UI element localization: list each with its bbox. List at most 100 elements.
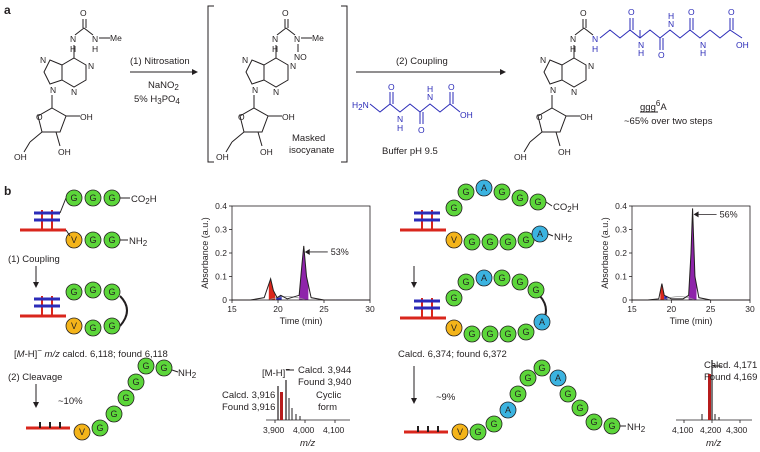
atom-n: N (638, 40, 644, 50)
bead-label: V (451, 235, 457, 245)
bead-label: G (108, 193, 115, 203)
atom-oh: OH (460, 110, 473, 120)
intermediate-label-1: Masked (292, 133, 325, 144)
bead-label: G (462, 277, 469, 287)
bead-g (485, 415, 503, 433)
chart-peak-fill (299, 245, 309, 300)
atom-oh: OH (514, 152, 527, 162)
atom-oh: OH (80, 112, 93, 122)
chart-ylabel: Absorbance (a.u.) (200, 217, 210, 289)
buffer-label: Buffer pH 9.5 (382, 146, 438, 157)
chart-xlabel: Time (min) (280, 316, 323, 326)
panel-b-label: b (4, 184, 11, 198)
atom-oh: OH (282, 112, 295, 122)
chart-annotation-arrowhead (304, 248, 310, 255)
atom-o: O (728, 7, 735, 17)
bead-label: G (89, 323, 96, 333)
chart-xtick-label: 30 (745, 304, 755, 314)
bead-label: A (555, 373, 561, 383)
chart-ytick-label: 0 (222, 295, 227, 305)
bead-g (84, 319, 102, 337)
ms-tick: 4,000 (293, 425, 315, 435)
atom-oh: OH (58, 147, 71, 157)
bead-label: A (505, 405, 511, 415)
ms-xlabel: m/z (706, 438, 722, 449)
bead-g (457, 273, 475, 291)
bead-v (445, 319, 463, 337)
atom-oh: OH (580, 112, 593, 122)
atom-h: H (70, 44, 76, 54)
chart-xtick-label: 25 (319, 304, 329, 314)
triglycine-reagent: H2N O N H O N H O OH (352, 82, 473, 135)
atom-n: N (70, 34, 76, 44)
template-right-cleaved (404, 426, 448, 434)
chart-peak-fill (268, 279, 276, 300)
bead-g (463, 233, 481, 251)
atom-o: O (628, 7, 635, 17)
bead-g (499, 325, 517, 343)
mass-right-label: Calcd. 6,374; found 6,372 (398, 349, 507, 360)
bead-g (499, 233, 517, 251)
atom-h: H (668, 11, 674, 21)
bead-g (527, 281, 545, 299)
coupling-label: (1) Coupling (8, 254, 60, 265)
atom-n: N (427, 92, 433, 102)
bead-label: G (498, 187, 505, 197)
chart-annotation: 56% (720, 209, 738, 219)
atom-n: N (294, 34, 300, 44)
bead-g (117, 389, 135, 407)
atom-me: Me (312, 33, 324, 43)
bead-v (451, 423, 469, 441)
chart-ytick-label: 0 (622, 295, 627, 305)
chart-ytick-label: 0.1 (615, 272, 627, 282)
chart-annotation: 53% (331, 247, 349, 257)
bead-label: A (481, 183, 487, 193)
bead-label: G (498, 273, 505, 283)
bead-label: G (590, 417, 597, 427)
yield-left: ~10% (58, 396, 83, 407)
bead-label: G (486, 329, 493, 339)
atom-o: O (448, 82, 455, 92)
bead-g (517, 231, 535, 249)
ms-tick: 3,900 (263, 425, 285, 435)
bead-g (585, 413, 603, 431)
bead-g (533, 359, 551, 377)
bead-label: G (516, 277, 523, 287)
ms-ion-label: [M-H]− (262, 365, 290, 379)
bead-label: A (537, 229, 543, 239)
bead-g (559, 385, 577, 403)
atom-oh: OH (260, 147, 273, 157)
yield-right: ~9% (436, 392, 456, 403)
bead-label: G (89, 285, 96, 295)
bead-label: G (450, 203, 457, 213)
intermediate-label-2: isocyanate (289, 145, 334, 156)
bead-g (519, 369, 537, 387)
bead-g (493, 183, 511, 201)
bead-g (84, 281, 102, 299)
chart-series-line (632, 208, 750, 301)
bead-label: A (539, 317, 545, 327)
bead-label: G (108, 287, 115, 297)
bead-v (73, 423, 91, 441)
bead-label: G (514, 389, 521, 399)
template-right-linear (400, 210, 446, 232)
chart-series-line (232, 245, 370, 301)
ms-cyclic-label-2: form (318, 402, 337, 413)
bead-g (445, 199, 463, 217)
bead-label: G (160, 363, 167, 373)
atom-o: O (658, 50, 665, 60)
bead-g (84, 231, 102, 249)
template-left-cleaved (26, 422, 70, 430)
bead-a (499, 401, 517, 419)
atom-n: N (242, 55, 248, 65)
chart-ytick-label: 0.3 (215, 225, 227, 235)
atom-h: H (272, 44, 278, 54)
chart-xtick-label: 25 (706, 304, 716, 314)
step1-reagent-1: (1) Nitrosation (130, 56, 190, 67)
atom-oh: OH (216, 152, 229, 162)
bead-label: G (532, 285, 539, 295)
nh2-label: NH2 (178, 368, 197, 380)
atom-n: N (588, 61, 594, 71)
bead-label: A (481, 273, 487, 283)
